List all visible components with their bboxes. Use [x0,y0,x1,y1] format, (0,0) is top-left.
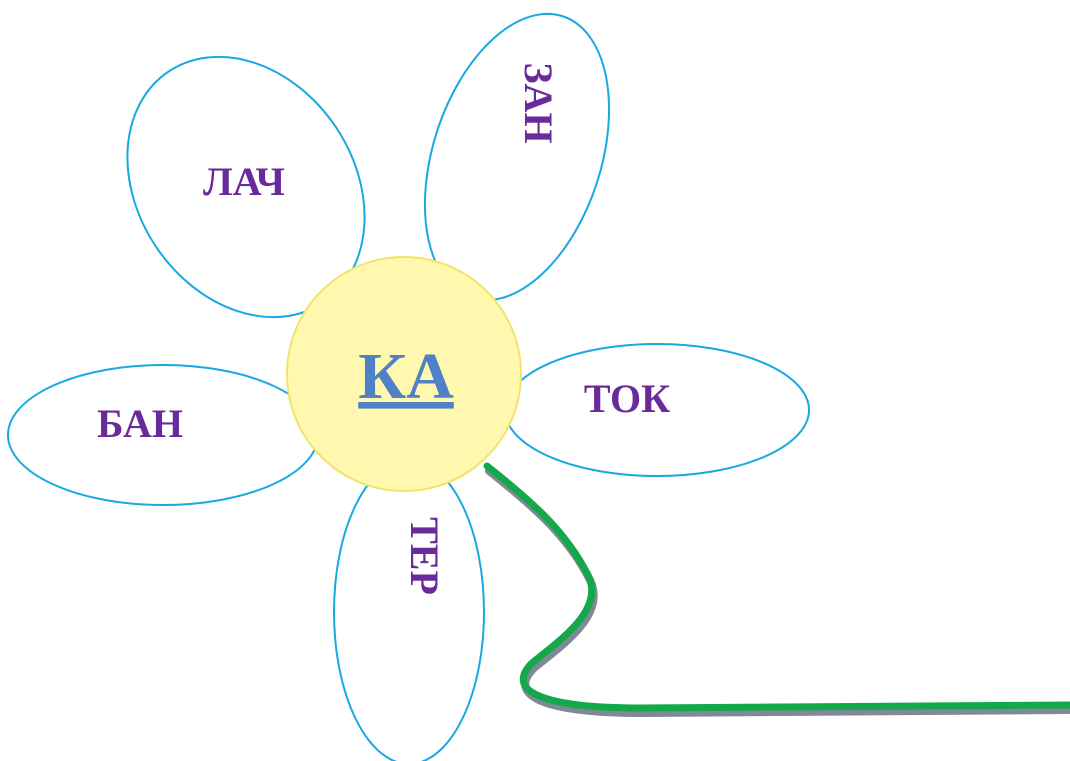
petal-label-right: ТОК [584,376,670,421]
flower-center [286,256,522,492]
petal-bottom [333,459,485,761]
petal-label-bottom: ТЕР [402,517,447,595]
petal-label-top-right: ЗАН [516,62,561,143]
stem-shadow [485,467,1070,718]
center-label: КА [358,340,454,413]
petal-label-top-left: ЛАЧ [203,159,285,204]
stem [483,462,1070,712]
petal-label-left: БАН [97,401,183,446]
